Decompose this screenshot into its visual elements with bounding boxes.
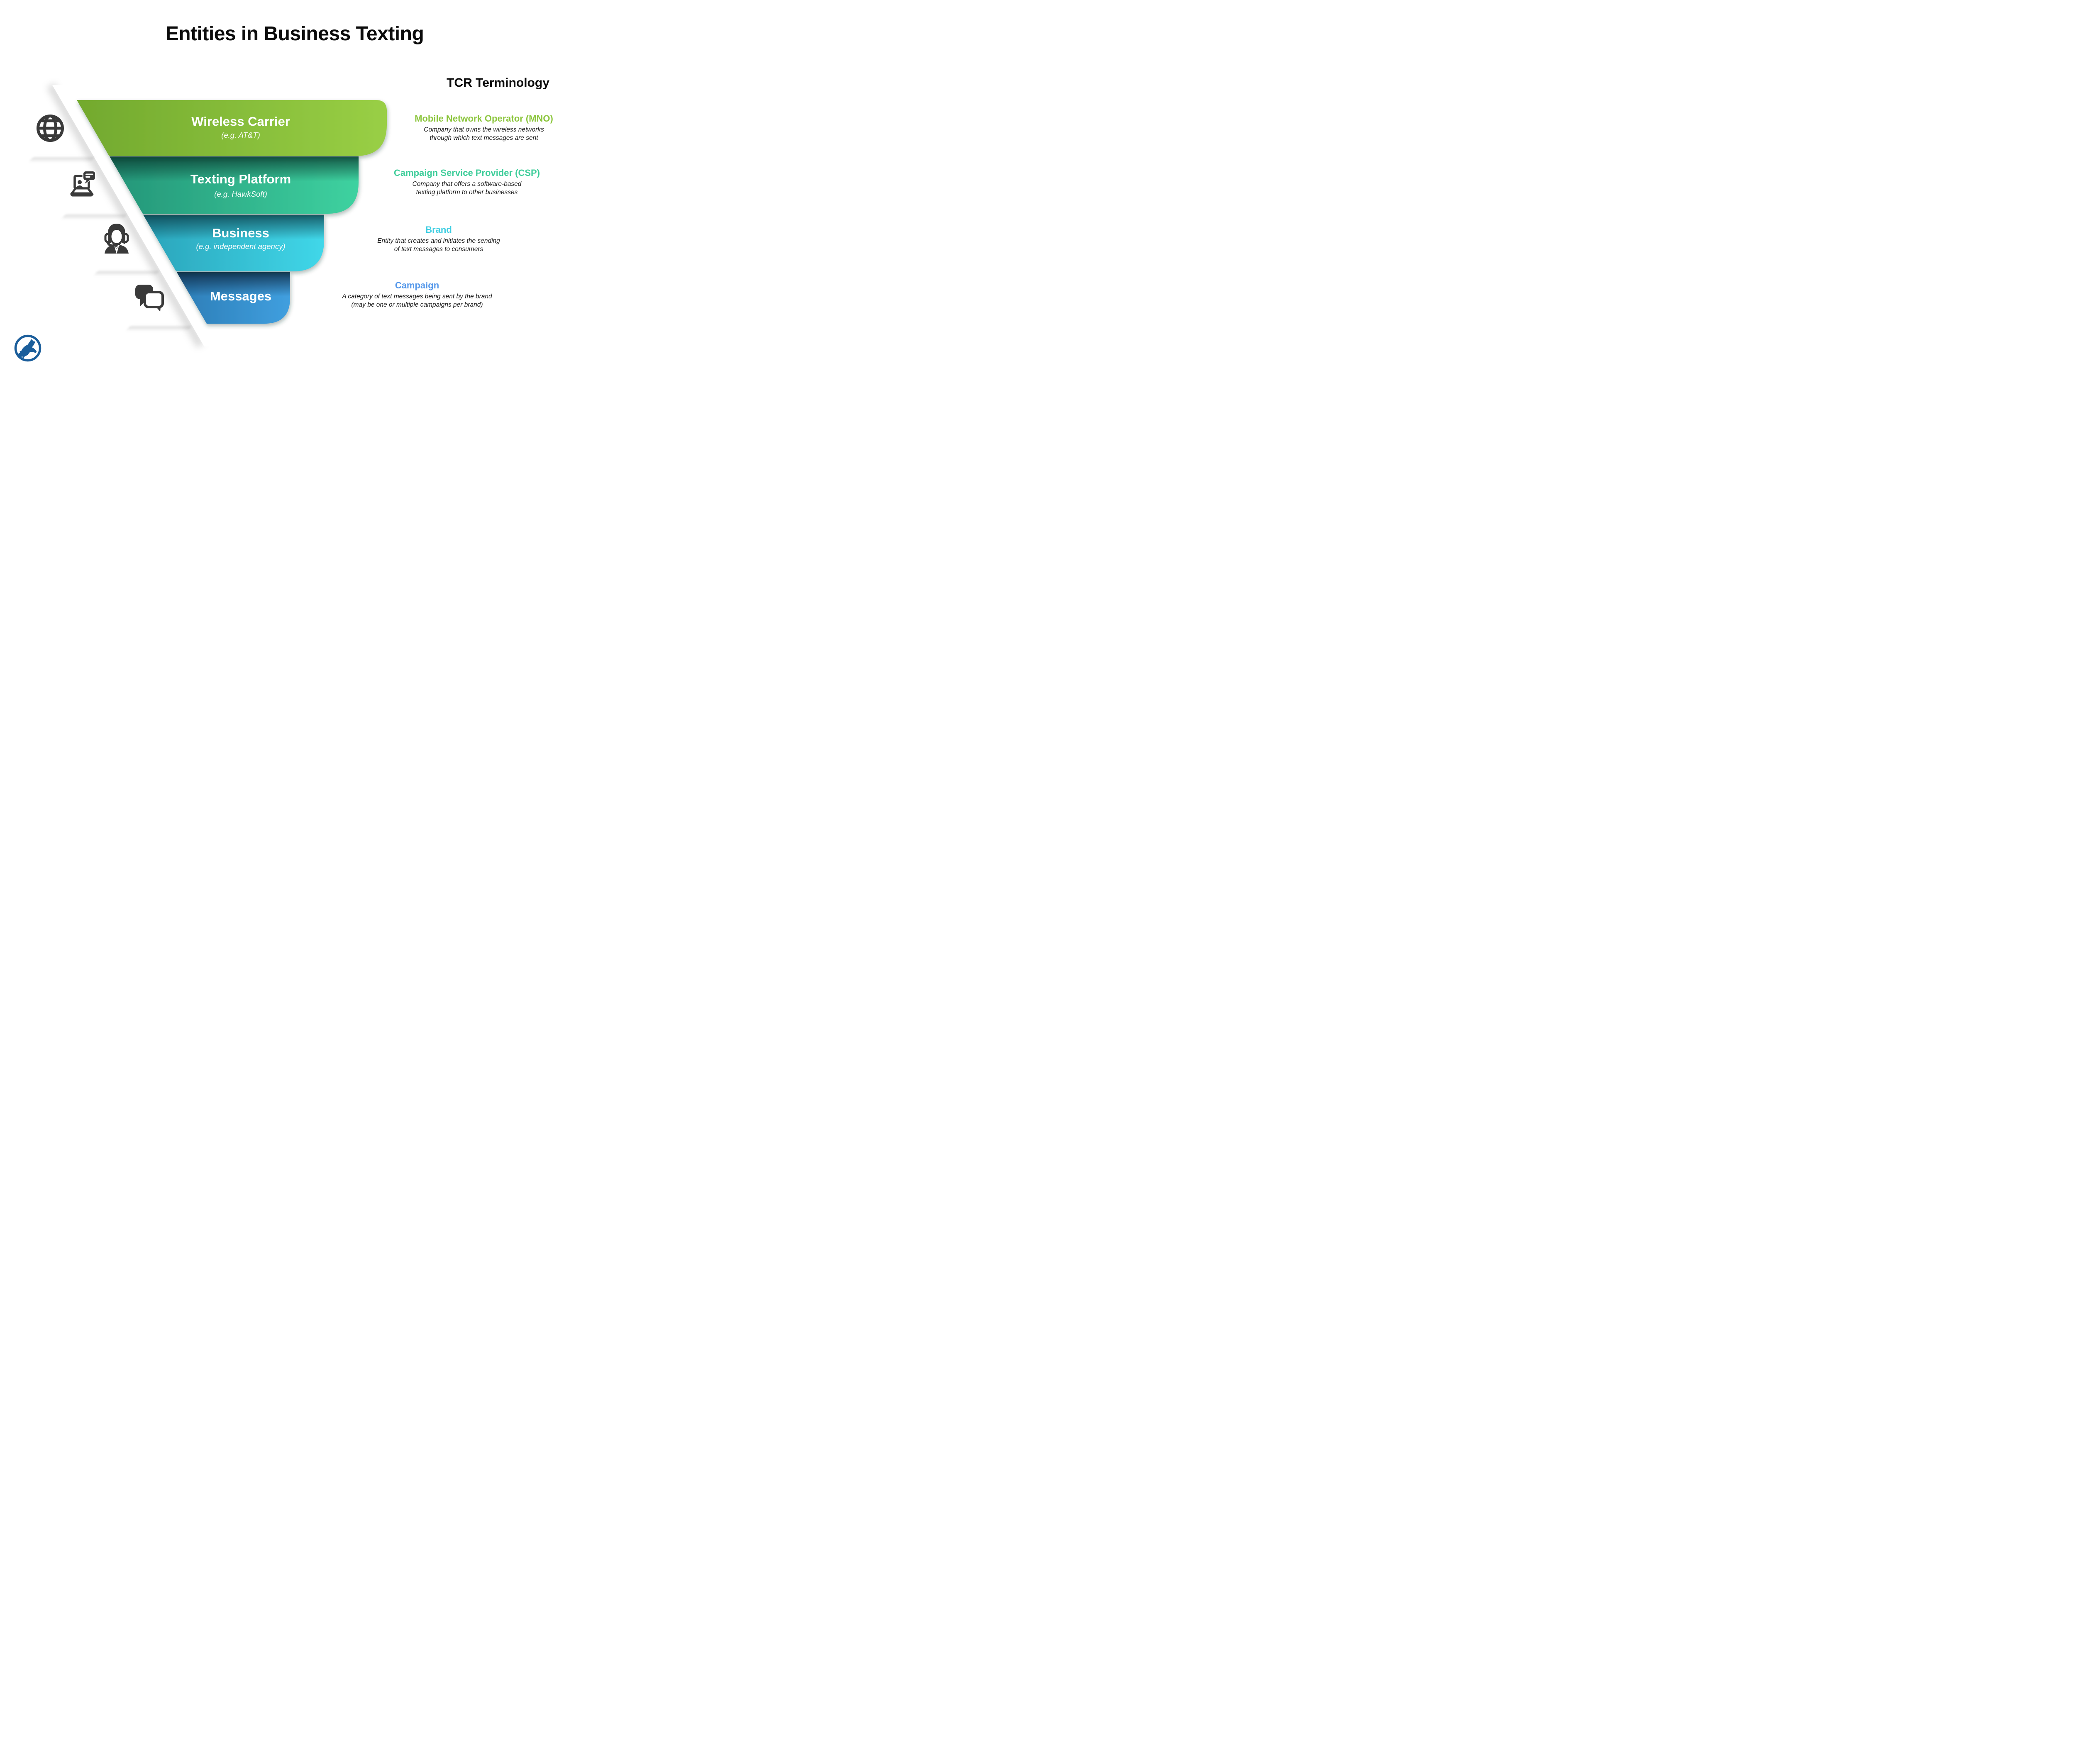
entry-desc-line2: through which text messages are sent xyxy=(430,134,538,142)
layer-label: Texting Platform xyxy=(190,172,291,186)
layer-label: Business xyxy=(212,226,269,240)
funnel-layer-wireless-carrier xyxy=(77,100,387,156)
icon-shadow xyxy=(126,326,192,331)
entry-heading: Campaign Service Provider (CSP) xyxy=(393,168,540,178)
entry-desc-line1: Entity that creates and initiates the se… xyxy=(377,237,500,244)
globe-icon xyxy=(37,115,64,142)
chat-bubbles-icon xyxy=(135,285,164,312)
layer-label: Messages xyxy=(210,289,272,303)
entry-desc-line1: Company that offers a software-based xyxy=(412,181,522,188)
entry-desc-line2: texting platform to other businesses xyxy=(416,188,518,196)
diagonal-shadow xyxy=(46,83,205,348)
funnel-label-business: Business (e.g. independent agency) xyxy=(158,226,324,251)
layer-4-top-shade xyxy=(177,272,290,296)
layer-sublabel: (e.g. AT&T) xyxy=(221,131,260,139)
infographic-page: Entities in Business Texting Wireless Ca… xyxy=(0,0,589,373)
funnel-label-texting-platform: Texting Platform (e.g. HawkSoft) xyxy=(158,172,324,199)
entry-heading: Campaign xyxy=(395,280,439,290)
icon-shadow xyxy=(29,157,95,162)
diagonal-ribbon xyxy=(52,85,220,346)
support-agent-icon xyxy=(104,224,129,254)
funnel-label-wireless-carrier: Wireless Carrier (e.g. AT&T) xyxy=(158,114,324,140)
entry-desc-line2: of text messages to consumers xyxy=(394,245,483,253)
layer-sublabel: (e.g. independent agency) xyxy=(196,242,286,251)
entry-desc-line1: A category of text messages being sent b… xyxy=(342,293,492,300)
icon-shadow xyxy=(61,215,127,220)
tcr-entry-mno: Mobile Network Operator (MNO) Company th… xyxy=(388,113,579,142)
layer-label: Wireless Carrier xyxy=(191,114,290,129)
layer-3-top-shade xyxy=(143,215,324,239)
icon-shadow xyxy=(94,271,159,276)
layer-2-top-shade xyxy=(110,156,359,181)
entry-desc-line1: Company that owns the wireless networks xyxy=(424,126,544,133)
layer-sublabel: (e.g. HawkSoft) xyxy=(214,190,267,198)
funnel-diagram xyxy=(46,83,387,348)
hawksoft-logo xyxy=(14,334,42,362)
page-title: Entities in Business Texting xyxy=(165,23,424,45)
tcr-entry-campaign: Campaign A category of text messages bei… xyxy=(322,280,513,309)
entry-heading: Brand xyxy=(425,224,452,235)
entry-heading: Mobile Network Operator (MNO) xyxy=(415,113,553,124)
texting-platform-icon xyxy=(70,170,96,197)
tcr-terminology-heading: TCR Terminology xyxy=(447,76,549,90)
tcr-entry-brand: Brand Entity that creates and initiates … xyxy=(343,224,534,253)
entry-desc-line2: (may be one or multiple campaigns per br… xyxy=(351,301,483,308)
funnel-label-messages: Messages xyxy=(158,289,324,304)
tcr-entry-csp: Campaign Service Provider (CSP) Company … xyxy=(371,167,562,196)
